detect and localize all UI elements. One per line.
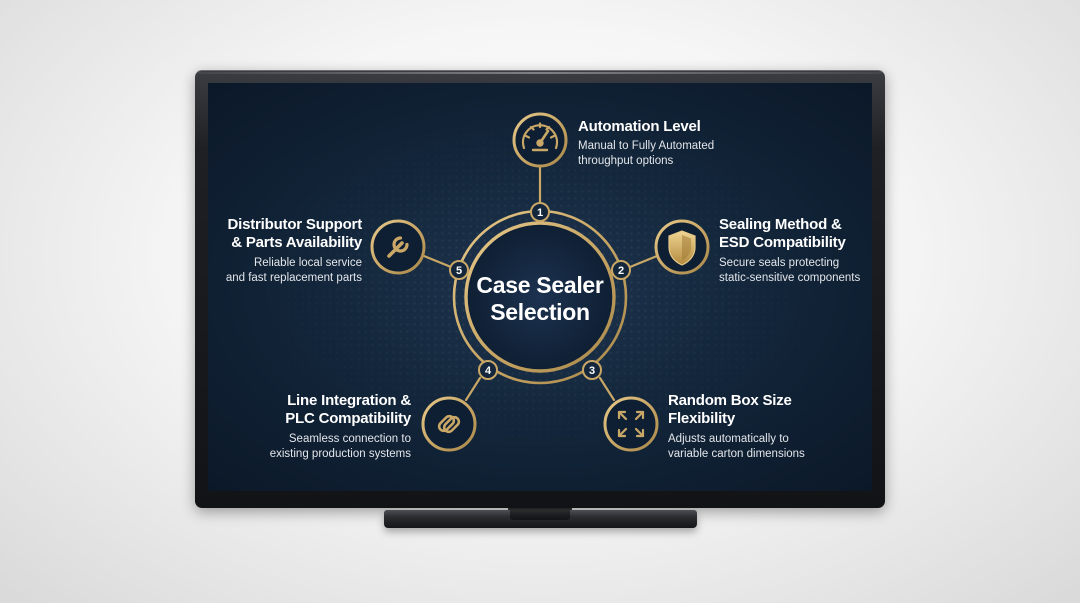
node-1-description: Manual to Fully Automated throughput opt… bbox=[578, 139, 714, 169]
node-4-description: Seamless connection to existing producti… bbox=[270, 432, 411, 462]
node-4-desc-line-2: existing production systems bbox=[269, 448, 411, 460]
center-title: Case Sealer Selection bbox=[452, 272, 628, 326]
connector-3 bbox=[598, 376, 616, 402]
number-badges: 1 2 3 4 5 bbox=[449, 202, 631, 380]
node-1-desc-line-2: throughput options bbox=[578, 155, 674, 167]
node-1-desc-line-1: Manual to Fully Automated bbox=[578, 140, 715, 152]
node-5-icon-circle bbox=[370, 219, 426, 275]
badge-3-number: 3 bbox=[589, 365, 595, 377]
node-3-title-line-1: Random Box Size bbox=[668, 392, 792, 409]
node-2-label: Sealing Method & ESD Compatibility Secur… bbox=[719, 216, 860, 286]
badge-5: 5 bbox=[449, 260, 469, 280]
badge-4: 4 bbox=[478, 360, 498, 380]
node-4-icon-circle bbox=[421, 396, 477, 452]
connector-lines bbox=[422, 164, 659, 402]
node-3-icon-circle bbox=[603, 396, 659, 452]
badge-4-number: 4 bbox=[485, 365, 492, 377]
center-title-line-2: Selection bbox=[490, 299, 590, 325]
expand-arrows-icon bbox=[617, 410, 645, 438]
connector-5 bbox=[422, 254, 453, 269]
node-4-title: Line Integration & PLC Compatibility bbox=[270, 392, 411, 428]
chain-link-icon bbox=[437, 414, 461, 434]
node-5-title-line-2: & Parts Availability bbox=[231, 234, 362, 251]
connector-4 bbox=[464, 376, 482, 402]
node-3-desc-line-2: variable carton dimensions bbox=[668, 448, 805, 460]
node-4-label: Line Integration & PLC Compatibility Sea… bbox=[270, 392, 411, 462]
central-hub bbox=[452, 209, 628, 385]
node-4-title-line-1: Line Integration & bbox=[287, 392, 411, 409]
badge-2: 2 bbox=[611, 260, 631, 280]
badge-1-number: 1 bbox=[537, 207, 543, 219]
node-2-desc-line-2: static-sensitive components bbox=[719, 272, 861, 284]
node-4-desc-line-1: Seamless connection to bbox=[288, 433, 411, 445]
node-3-label: Random Box Size Flexibility Adjusts auto… bbox=[668, 392, 805, 462]
node-2-title-line-1: Sealing Method & bbox=[719, 216, 842, 233]
badge-3: 3 bbox=[582, 360, 602, 380]
hub-inner-ring bbox=[464, 221, 616, 373]
node-5-title: Distributor Support & Parts Availability bbox=[226, 216, 362, 252]
node-2-title: Sealing Method & ESD Compatibility bbox=[719, 216, 860, 252]
node-5-desc-line-2: and fast replacement parts bbox=[225, 272, 362, 284]
tv-stand-base bbox=[384, 510, 697, 528]
node-1-icon-circle bbox=[512, 112, 568, 168]
node-5-label: Distributor Support & Parts Availability… bbox=[226, 216, 362, 286]
node-3-desc-line-1: Adjusts automatically to bbox=[668, 433, 789, 445]
node-5-desc-line-1: Reliable local service bbox=[253, 257, 362, 269]
node-5-title-line-1: Distributor Support bbox=[227, 216, 362, 233]
gauge-icon bbox=[521, 122, 559, 152]
node-5-description: Reliable local service and fast replacem… bbox=[226, 256, 362, 286]
wrench-icon bbox=[387, 236, 409, 258]
badge-1: 1 bbox=[530, 202, 550, 222]
shield-icon bbox=[668, 230, 696, 266]
badge-5-number: 5 bbox=[456, 265, 462, 277]
tv-bezel-highlight bbox=[198, 72, 882, 74]
node-1-label: Automation Level Manual to Fully Automat… bbox=[578, 118, 714, 169]
node-3-title-line-2: Flexibility bbox=[668, 410, 735, 427]
connector-2 bbox=[628, 254, 659, 269]
node-2-title-line-2: ESD Compatibility bbox=[719, 234, 846, 251]
node-1-title-line-1: Automation Level bbox=[578, 118, 701, 135]
node-2-desc-line-1: Secure seals protecting bbox=[719, 257, 840, 269]
center-title-line-1: Case Sealer bbox=[476, 272, 604, 298]
node-2-description: Secure seals protecting static-sensitive… bbox=[719, 256, 860, 286]
node-4-title-line-2: PLC Compatibility bbox=[285, 410, 411, 427]
node-2-icon-circle bbox=[654, 219, 710, 275]
node-1-title: Automation Level bbox=[578, 118, 714, 136]
node-3-description: Adjusts automatically to variable carton… bbox=[668, 432, 805, 462]
badge-2-number: 2 bbox=[618, 265, 624, 277]
node-3-title: Random Box Size Flexibility bbox=[668, 392, 805, 428]
